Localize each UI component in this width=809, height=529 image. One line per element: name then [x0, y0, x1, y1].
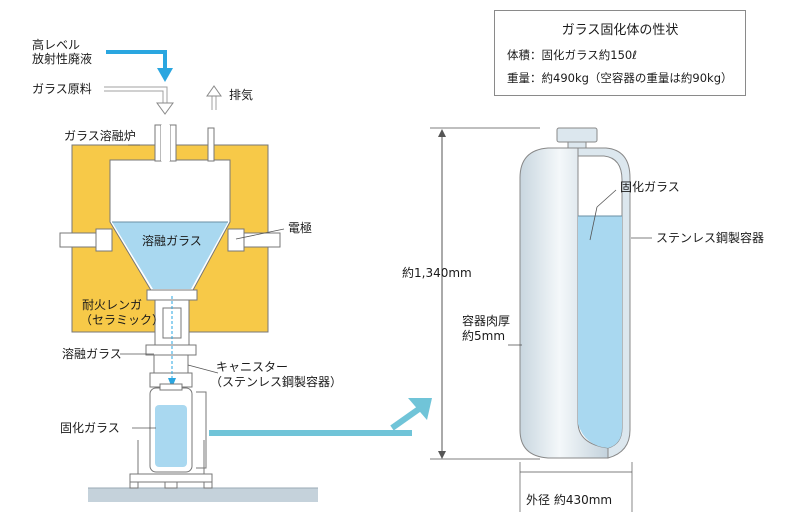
- canister-body: [519, 147, 609, 459]
- label-hlw-2: 放射性廃液: [32, 52, 93, 66]
- label-diameter: 外径 約430mm: [526, 493, 613, 507]
- label-exhaust: 排気: [229, 88, 254, 102]
- label-refractory-2: （セラミック）: [80, 313, 165, 327]
- label-electrode: 電極: [288, 221, 313, 235]
- label-stainless: ステンレス鋼製容器: [656, 231, 765, 245]
- label-molten-glass-flow: 溶融ガラス: [62, 347, 122, 361]
- properties-title: ガラス固化体の性状: [561, 23, 679, 38]
- label-melter: ガラス溶融炉: [64, 129, 136, 143]
- floor-slab: [88, 488, 318, 502]
- label-glass-material: ガラス原料: [32, 82, 92, 96]
- label-canister-1: キャニスター: [216, 360, 289, 374]
- canister-glass: [578, 216, 622, 448]
- molten-glass-pool: [112, 222, 228, 289]
- label-refractory-1: 耐火レンガ: [82, 298, 143, 312]
- label-solidified-glass-right: 固化ガラス: [620, 180, 680, 194]
- raw-material-arrow: [104, 86, 168, 104]
- label-hlw-1: 高レベル: [32, 38, 81, 52]
- properties-volume: 体積：固化ガラス約150ℓ: [507, 48, 637, 62]
- hlw-arrow: [106, 50, 167, 70]
- cart: [129, 473, 213, 483]
- label-molten-glass-melter: 溶融ガラス: [142, 234, 202, 248]
- canister-lid: [556, 127, 598, 143]
- properties-weight: 重量：約490kg（空容器の重量は約90kg）: [507, 71, 733, 85]
- label-solidified-glass-left: 固化ガラス: [60, 421, 120, 435]
- label-canister-2: （ステンレス鋼製容器）: [210, 375, 343, 389]
- label-wall-1: 容器肉厚: [462, 314, 511, 328]
- properties-box: ガラス固化体の性状 体積：固化ガラス約150ℓ 重量：約490kg（空容器の重量…: [494, 10, 746, 96]
- label-height: 約1,340mm: [402, 266, 472, 280]
- label-wall-2: 約5mm: [462, 329, 506, 343]
